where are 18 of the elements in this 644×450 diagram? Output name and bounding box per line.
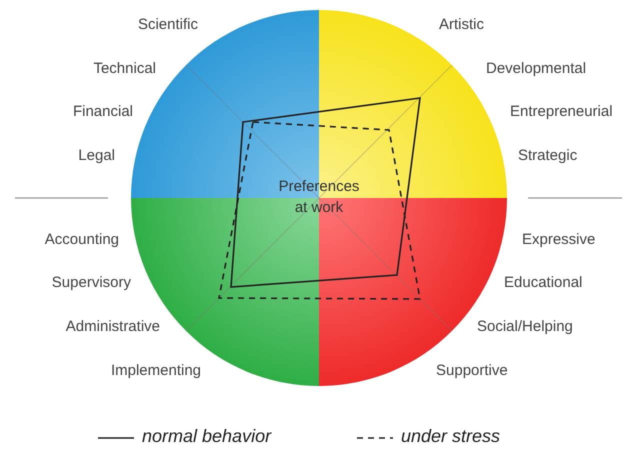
category-label: Supportive	[436, 362, 508, 380]
category-label: Expressive	[522, 231, 596, 249]
category-label: Supervisory	[52, 274, 131, 292]
category-label: Strategic	[518, 147, 578, 165]
category-label: Artistic	[439, 16, 484, 34]
category-label: Accounting	[44, 231, 119, 249]
category-label: Developmental	[486, 60, 586, 78]
category-label: Entrepreneurial	[510, 103, 613, 121]
category-label: Financial	[72, 103, 133, 121]
category-label: Social/Helping	[477, 318, 573, 336]
category-label: Educational	[504, 274, 582, 292]
category-label: Administrative	[66, 318, 160, 336]
category-label: Implementing	[110, 362, 201, 380]
legend-text: normal behavior	[142, 426, 272, 447]
category-label: Scientific	[138, 16, 198, 34]
category-label: Legal	[78, 147, 115, 165]
category-label: Technical	[93, 60, 156, 78]
legend-text: under stress	[401, 426, 500, 447]
